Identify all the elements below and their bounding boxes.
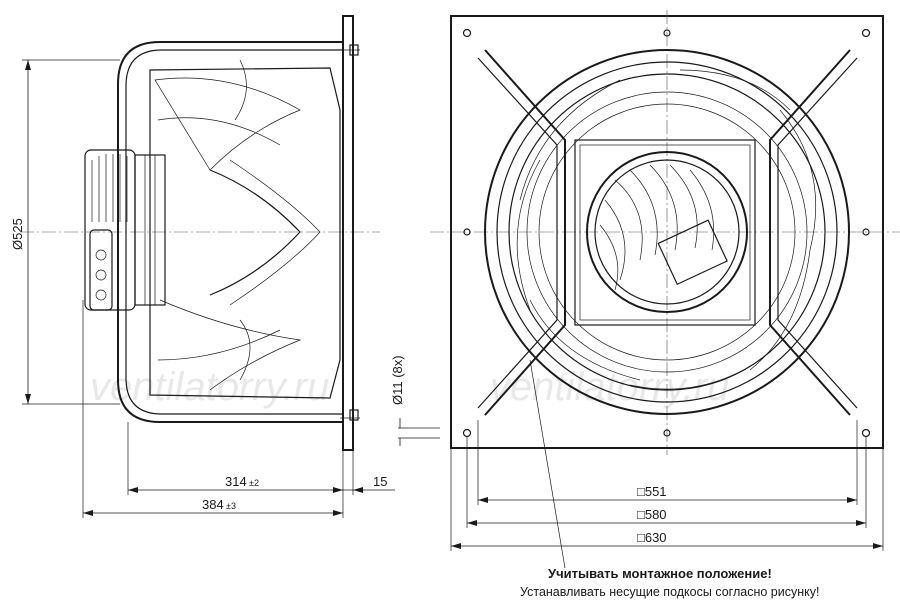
mounting-hole: [663, 29, 671, 37]
overall-label: 384: [202, 497, 224, 512]
mounting-hole: [861, 28, 871, 38]
motor-front: [586, 151, 748, 313]
inlet-ring-outer: [484, 49, 850, 415]
note-leader-line: [529, 359, 566, 569]
dim-630-label: □630: [637, 530, 667, 545]
motor-plate: [574, 139, 756, 326]
mounting-hole: [861, 428, 871, 438]
mounting-hole: [862, 228, 870, 236]
watermark-right: ventilatorry.ru: [490, 365, 729, 409]
side-view: Ø525 Ø11 (8x) 314 ±2 15 384 ±3: [10, 15, 440, 518]
depth-tolerance: ±2: [249, 478, 259, 488]
diameter-label: Ø525: [10, 218, 25, 250]
flange-label: 15: [373, 474, 387, 489]
watermark-left: ventilatorry.ru: [90, 365, 329, 409]
dim-551-label: □551: [637, 484, 667, 499]
depth-label: 314: [225, 474, 247, 489]
front-strut-left: [484, 49, 566, 416]
mounting-plate: [342, 15, 354, 451]
front-view: □551 □580 □630: [430, 10, 900, 569]
mounting-hole: [463, 228, 471, 236]
terminal-box: [89, 229, 113, 311]
front-strut-right: [769, 49, 851, 416]
support-strut: [117, 41, 343, 423]
mounting-hole: [462, 428, 472, 438]
mounting-hole: [462, 28, 472, 38]
hole-label: Ø11 (8x): [390, 355, 405, 405]
terminal-block: [657, 219, 728, 286]
dim-580-label: □580: [637, 507, 667, 522]
mounting-note-title: Учитывать монтажное положение!: [548, 566, 772, 581]
impeller-housing: [149, 67, 341, 399]
mounting-hole: [663, 429, 671, 437]
overall-tolerance: ±3: [226, 501, 236, 511]
mounting-note-text: Устанавливать несущие подкосы согласно р…: [520, 585, 820, 599]
